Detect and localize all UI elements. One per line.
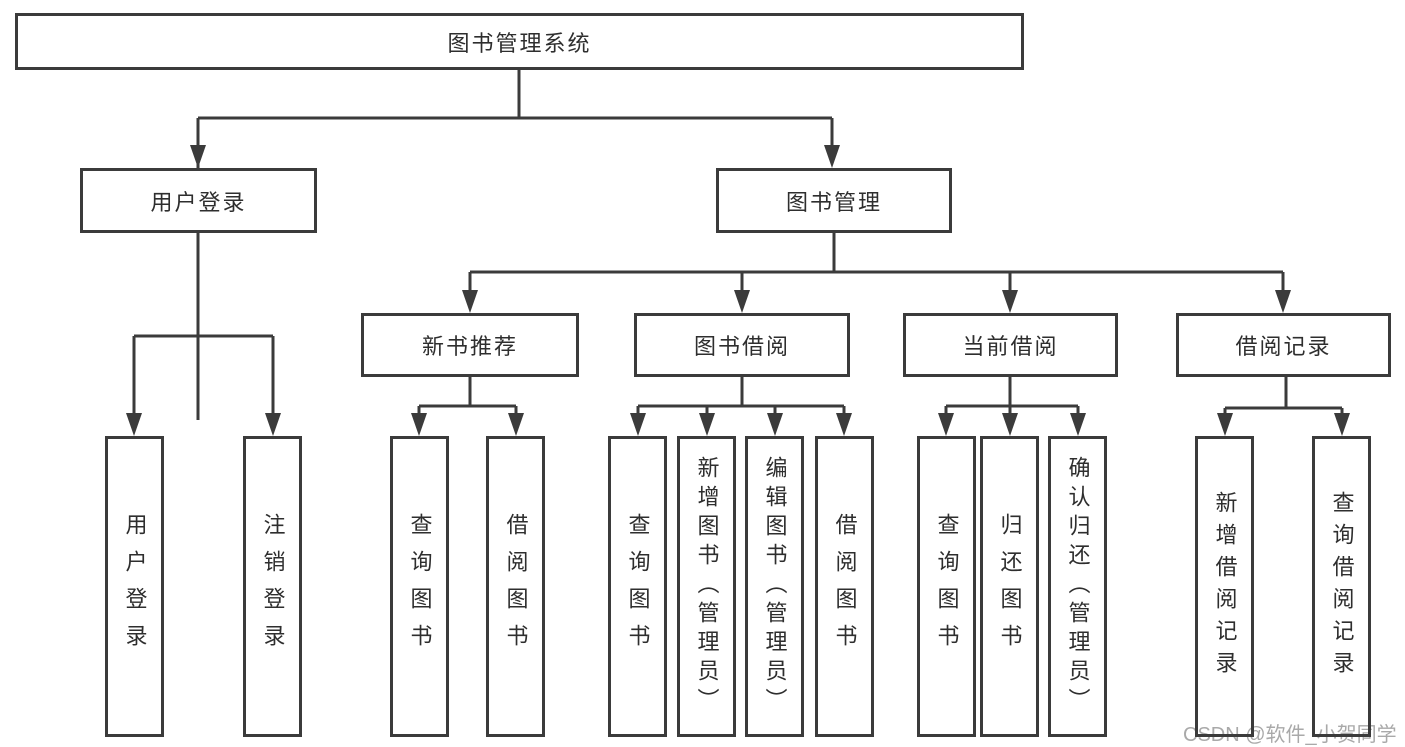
node-label: 新增图书（管理员） xyxy=(694,456,720,717)
node-label: 查询图书 xyxy=(407,512,433,661)
leaf-confirm-return-admin: 确认归还（管理员） xyxy=(1048,436,1107,737)
arrowheads xyxy=(126,145,1350,436)
leaf-edit-book-admin: 编辑图书（管理员） xyxy=(745,436,804,737)
leaf-add-borrow-record: 新增借阅记录 xyxy=(1195,436,1254,737)
leaf-query-books-borrow: 查询图书 xyxy=(608,436,667,737)
node-label: 确认归还（管理员） xyxy=(1065,456,1091,717)
node-user-login-branch: 用户登录 xyxy=(80,168,317,233)
leaf-borrow-books-recommend: 借阅图书 xyxy=(486,436,545,737)
node-label: 借阅图书 xyxy=(832,512,858,661)
node-label: 注销登录 xyxy=(260,512,286,661)
leaf-logout: 注销登录 xyxy=(243,436,302,737)
node-label: 查询图书 xyxy=(934,512,960,661)
node-label: 图书管理 xyxy=(785,189,882,215)
node-current-borrowing: 当前借阅 xyxy=(903,313,1118,377)
csdn-watermark: CSDN @软件_小贺同学 xyxy=(1183,724,1397,746)
leaf-query-borrow-record: 查询借阅记录 xyxy=(1312,436,1371,737)
node-label: 编辑图书（管理员） xyxy=(762,456,788,717)
node-label: 新书推荐 xyxy=(421,334,518,359)
connector-bookborrow-leaves xyxy=(636,377,846,420)
leaf-query-books-current: 查询图书 xyxy=(917,436,976,737)
node-new-book-recommendation: 新书推荐 xyxy=(361,313,579,377)
node-label: 当前借阅 xyxy=(962,334,1059,359)
node-label: 借阅图书 xyxy=(503,512,529,661)
leaf-query-books-recommend: 查询图书 xyxy=(390,436,449,737)
node-label: 用户登录 xyxy=(150,189,247,215)
leaf-return-book: 归还图书 xyxy=(980,436,1039,737)
node-label: 图书管理系统 xyxy=(447,30,592,56)
node-library-system: 图书管理系统 xyxy=(15,13,1024,70)
connector-records-leaves xyxy=(1223,377,1344,420)
connector-newbook-leaves xyxy=(417,377,518,420)
node-label: 新增借阅记录 xyxy=(1212,490,1238,683)
connector-bookmgmt-children xyxy=(468,233,1285,297)
leaf-user-login: 用户登录 xyxy=(105,436,164,737)
leaf-add-book-admin: 新增图书（管理员） xyxy=(677,436,736,737)
node-label: 用户登录 xyxy=(122,512,148,661)
connector-userlogin-leaves xyxy=(132,233,275,420)
node-label: 借阅记录 xyxy=(1235,334,1332,359)
node-book-management-branch: 图书管理 xyxy=(716,168,952,233)
node-borrowing-records: 借阅记录 xyxy=(1176,313,1391,377)
node-book-borrowing: 图书借阅 xyxy=(634,313,850,377)
node-label: 图书借阅 xyxy=(693,334,790,359)
node-label: 归还图书 xyxy=(997,512,1023,661)
connector-root-branches xyxy=(196,69,834,420)
node-label: 查询图书 xyxy=(625,512,651,661)
node-label: 查询借阅记录 xyxy=(1329,490,1355,683)
leaf-borrow-books: 借阅图书 xyxy=(815,436,874,737)
